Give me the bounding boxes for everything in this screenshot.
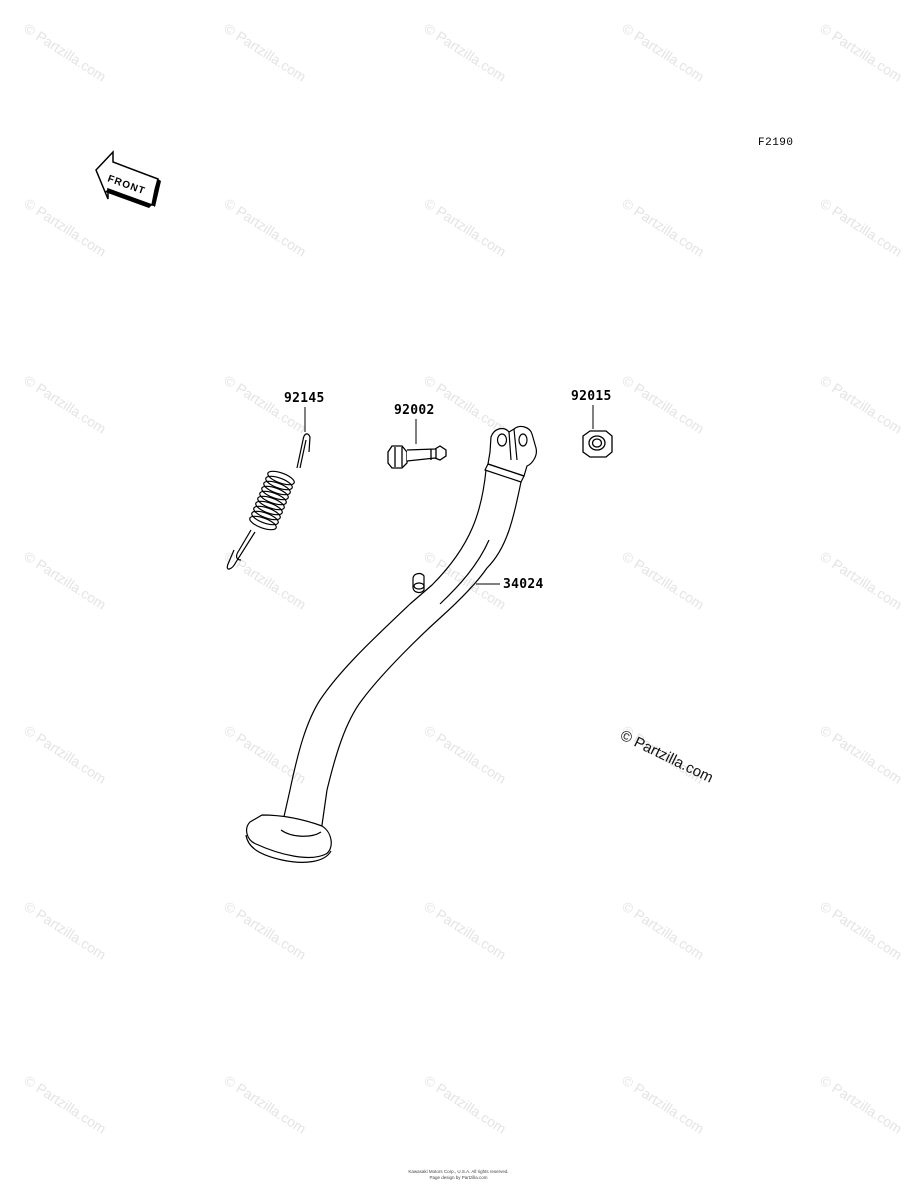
side-stand-34024[interactable] [245, 425, 537, 863]
nut-92015[interactable] [582, 430, 613, 458]
bolt-92002[interactable] [387, 445, 447, 469]
part-label-92145[interactable]: 92145 [284, 391, 325, 406]
spring-coils [249, 470, 295, 531]
leader-lines [304, 405, 594, 585]
figure-code: F2190 [758, 137, 794, 149]
part-label-92015[interactable]: 92015 [571, 389, 612, 404]
part-label-34024[interactable]: 34024 [503, 577, 544, 592]
footer-line-2: Page design by Partzilla.com [429, 1175, 488, 1180]
front-arrow-icon: FRONT [95, 150, 161, 208]
footer-line-1: Kawasaki Motors Corp., U.S.A. All rights… [408, 1169, 509, 1174]
part-label-92002[interactable]: 92002 [394, 403, 435, 418]
spring-92145[interactable] [226, 433, 311, 570]
